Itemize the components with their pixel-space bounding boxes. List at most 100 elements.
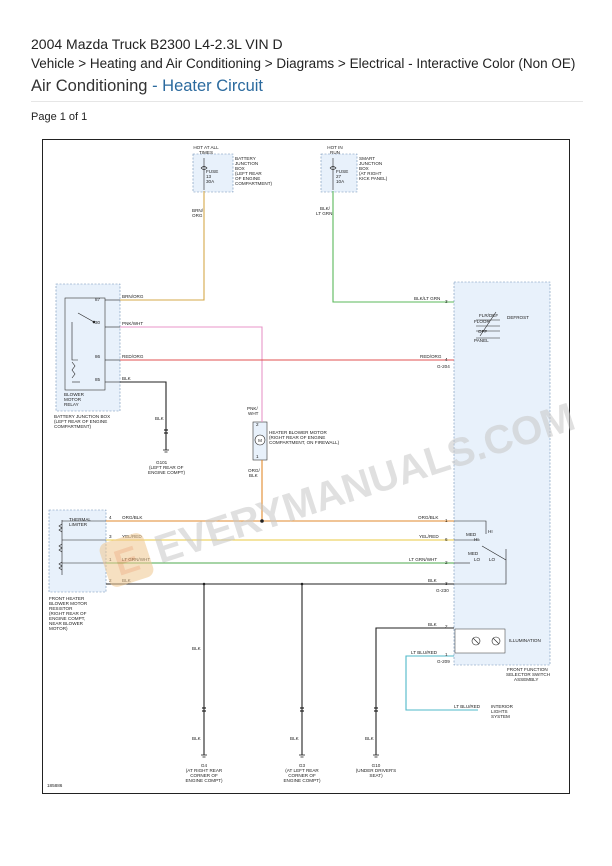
wire-brn-org bbox=[120, 191, 205, 301]
figure-id: 185886 bbox=[47, 783, 63, 788]
speed-selector-arm bbox=[481, 545, 507, 561]
relay-box-label-2: (LEFT REAR OF ENGINE bbox=[54, 419, 107, 424]
fuse2-loc-5: KICK PANEL) bbox=[359, 176, 388, 181]
motor-wire-top-2: WHT bbox=[248, 411, 259, 416]
relay-label-1: BLOWER bbox=[64, 392, 85, 397]
switch-connector-g204: G-204 bbox=[437, 364, 450, 369]
fuse2-number: 27 bbox=[336, 174, 342, 179]
relay-pin-87: 87 bbox=[95, 297, 101, 302]
switch-speed-med-1: MED bbox=[466, 532, 477, 537]
wire-lt-blu-red bbox=[405, 655, 478, 711]
g3-loc-2: CORNER OF bbox=[288, 773, 316, 778]
switch-wire-org-blk: ORG/BLK bbox=[418, 515, 439, 520]
resistor-label-7: MOTOR) bbox=[49, 626, 68, 631]
switch-mode-floor: FLOOR bbox=[474, 319, 491, 324]
switch-speed-lo-1: LO bbox=[474, 557, 481, 562]
section-name: Air Conditioning bbox=[31, 77, 148, 95]
relay-pin-30: 30 bbox=[95, 320, 101, 325]
page-title: 2004 Mazda Truck B2300 L4-2.3L VIN D bbox=[31, 36, 283, 52]
g4-wire: BLK bbox=[192, 646, 202, 651]
switch-label-3: ASSEMBLY bbox=[514, 677, 538, 682]
wires bbox=[106, 191, 478, 755]
breadcrumb[interactable]: Vehicle > Heating and Air Conditioning >… bbox=[31, 56, 576, 71]
switch-speed-lo-2: LO bbox=[489, 557, 496, 562]
fuse2-hot-1: HOT IN bbox=[327, 145, 342, 150]
switch-wire-red-org: RED/ORG bbox=[420, 354, 442, 359]
fuse-symbols bbox=[200, 158, 337, 190]
switch-mode-off: OFF bbox=[478, 329, 487, 334]
resistor-label-4: (RIGHT REAR OF bbox=[49, 611, 87, 616]
wire-pnk-wht bbox=[120, 326, 263, 422]
switch-pin-2: 2 bbox=[445, 560, 448, 565]
ground1-loc-2: ENGINE COMPT) bbox=[148, 470, 185, 475]
g10-wire: BLK bbox=[365, 736, 375, 741]
switch-pin-2-illum: 2 bbox=[445, 624, 448, 629]
fuse2-box bbox=[320, 153, 358, 193]
splice-dot bbox=[300, 582, 304, 586]
relay-internals bbox=[71, 299, 120, 383]
fuse1-hot-2: TIMES bbox=[199, 150, 213, 155]
g10-loc-1: (UNDER DRIVER'S bbox=[356, 768, 396, 773]
relay-box-label-1: BATTERY JUNCTION BOX bbox=[54, 414, 110, 419]
fuse1-loc-3: BOX bbox=[235, 166, 245, 171]
fuse2-wire-2: LT GRN bbox=[316, 211, 332, 216]
relay-label-2: MOTOR bbox=[64, 397, 82, 402]
switch-speed-hi-1: HI bbox=[488, 529, 493, 534]
grounds-labels: BLK BLK G4 (AT RIGHT REAR CORNER OF ENGI… bbox=[185, 646, 396, 783]
splice-dot bbox=[202, 582, 206, 586]
switch-wire-yel-red: YEL/RED bbox=[419, 534, 439, 539]
motor-labels: PNK/ WHT 2 1 HEATER BLOWER MOTOR (RIGHT … bbox=[247, 406, 340, 478]
watermark-logo-icon: E bbox=[99, 533, 154, 587]
fuse1-rating: 30A bbox=[206, 179, 215, 184]
fuse2-symbol bbox=[329, 166, 337, 170]
resistor-coil-2 bbox=[58, 543, 63, 553]
relay-contact bbox=[77, 312, 95, 323]
relay-pin-85: 85 bbox=[95, 377, 101, 382]
motor-wire-top-1: PNK/ bbox=[247, 406, 258, 411]
resistor-label-1: FRONT HEATER bbox=[49, 596, 85, 601]
resistor-limiter-1: THERMAL bbox=[69, 517, 91, 522]
fuse1-loc-5: OF ENGINE bbox=[235, 176, 260, 181]
fuse2-loc-3: BOX bbox=[359, 166, 369, 171]
relay-wire-red-org: RED/ORG bbox=[122, 354, 144, 359]
motor-pin-2: 2 bbox=[256, 422, 259, 427]
switch-mode-flr-def: FLR/DEF bbox=[479, 313, 498, 318]
motor-label-2: (RIGHT REAR OF ENGINE bbox=[269, 435, 325, 440]
section-title: Air Conditioning - Heater Circuit bbox=[31, 77, 263, 96]
g10-name: G10 bbox=[372, 763, 381, 768]
section-separator: - bbox=[147, 77, 163, 95]
mode-selector-arm bbox=[479, 311, 497, 337]
resistor-label-5: ENGINE COMPT, bbox=[49, 616, 85, 621]
wire-relay-blk bbox=[120, 381, 167, 450]
switch-wire-lt-blu-red: LT BLU/RED bbox=[411, 650, 438, 655]
switch-mode-panel: PANEL bbox=[474, 338, 489, 343]
fuse2-hot-2: RUN bbox=[330, 150, 340, 155]
resistor-label-3: RESISTOR bbox=[49, 606, 73, 611]
resistor-wire-org-blk: ORG/BLK bbox=[122, 515, 143, 520]
fuse2-loc-2: JUNCTION bbox=[359, 161, 382, 166]
switch-pin-3-top: 3 bbox=[445, 299, 448, 304]
motor-symbol-label: M bbox=[258, 438, 262, 443]
fuse2-rating: 10A bbox=[336, 179, 345, 184]
fuse1-loc-4: (LEFT REAR bbox=[235, 171, 262, 176]
interior-label-1: INTERIOR bbox=[491, 704, 514, 709]
fuse1-loc-6: COMPARTMENT) bbox=[235, 181, 273, 186]
resistor-coil-1 bbox=[58, 523, 63, 533]
splice-dot bbox=[260, 519, 264, 523]
wire-g10 bbox=[375, 627, 454, 755]
g4-loc-3: ENGINE COMPT) bbox=[185, 778, 222, 783]
subsection-link[interactable]: Heater Circuit bbox=[162, 77, 264, 95]
switch-pin-1-illum: 1 bbox=[445, 652, 448, 657]
fuse2-loc-1: SMART bbox=[359, 156, 375, 161]
fuse2-wire-1: BLK/ bbox=[320, 206, 331, 211]
switch-pin-3: 3 bbox=[445, 581, 448, 586]
ground1-wire: BLK bbox=[155, 416, 165, 421]
relay-label-3: RELAY bbox=[64, 402, 79, 407]
fuse1-number: 13 bbox=[206, 174, 212, 179]
motor-label-3: COMPARTMENT, ON FIREWALL) bbox=[269, 440, 340, 445]
g4-name: G4 bbox=[201, 763, 208, 768]
switch-wire-lt-grn-wht: LT GRN/WHT bbox=[409, 557, 437, 562]
fuse2-name: FUSE bbox=[336, 169, 348, 174]
fuse1-wire-2: ORG bbox=[192, 213, 203, 218]
